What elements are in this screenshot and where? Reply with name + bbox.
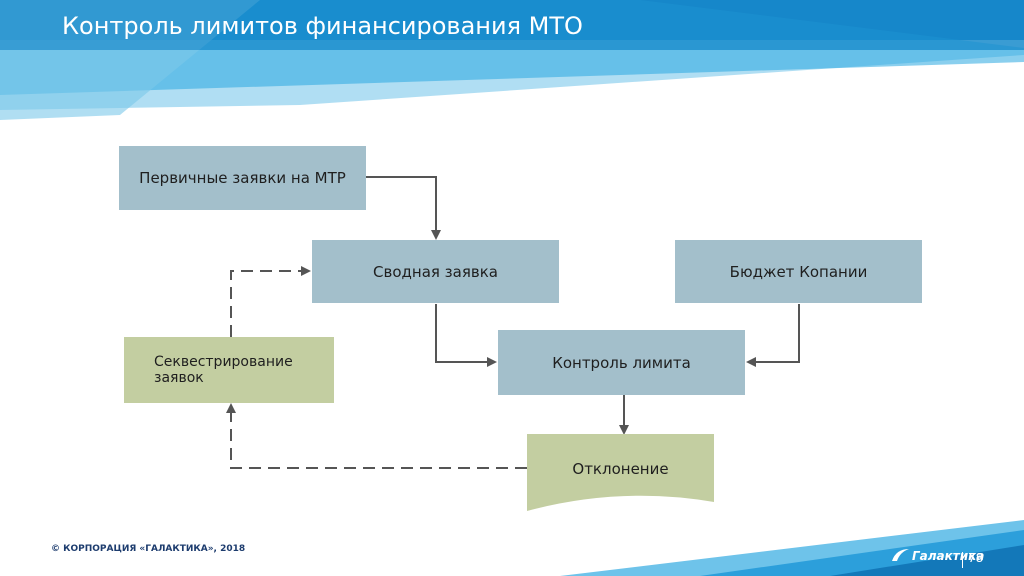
node-deviation-label: Отклонение <box>572 460 669 478</box>
company-logo: Галактика <box>890 547 984 563</box>
node-summary-request-label: Сводная заявка <box>373 262 498 281</box>
slide-title: Контроль лимитов финансирования МТО <box>62 12 583 40</box>
node-limit-control: Контроль лимита <box>498 330 745 395</box>
arrow-sequestration-to-summary <box>230 266 311 337</box>
node-deviation: Отклонение <box>527 446 714 492</box>
arrow-primary-to-summary <box>358 172 441 240</box>
node-summary-request: Сводная заявка <box>312 240 559 303</box>
arrow-budget-to-control <box>746 304 800 367</box>
node-sequestration: Секвестрирование заявок <box>124 337 334 403</box>
node-primary-requests-label: Первичные заявки на МТР <box>139 169 346 187</box>
arrow-summary-to-control <box>435 304 497 367</box>
node-limit-control-label: Контроль лимита <box>552 353 691 372</box>
node-company-budget-label: Бюджет Копании <box>729 262 868 281</box>
footer-divider <box>962 552 963 568</box>
deviation-shape <box>527 434 714 511</box>
copyright-text: © КОРПОРАЦИЯ «ГАЛАКТИКА», 2018 <box>51 544 246 554</box>
logo-swoosh-icon <box>892 549 909 561</box>
node-primary-requests: Первичные заявки на МТР <box>119 146 366 210</box>
node-sequestration-label: Секвестрирование заявок <box>154 354 293 386</box>
node-company-budget: Бюджет Копании <box>675 240 922 303</box>
page-number: 78 <box>968 551 984 565</box>
arrow-deviation-to-sequestration <box>226 403 527 469</box>
logo-text: Галактика <box>912 549 985 563</box>
